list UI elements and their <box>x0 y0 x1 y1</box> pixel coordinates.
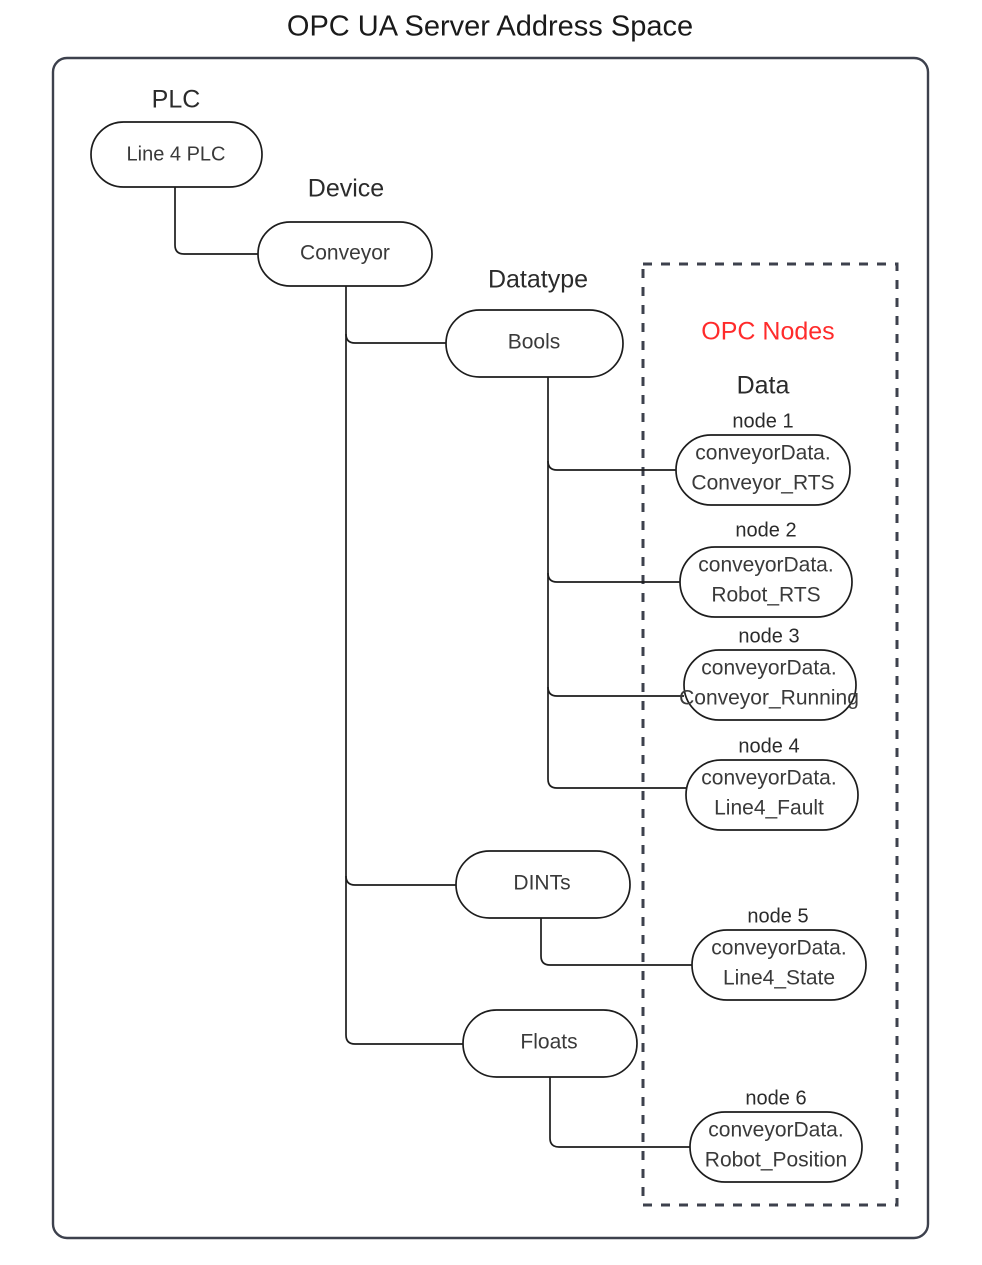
group-label-plc: PLC <box>152 86 201 114</box>
opc-node-1[interactable]: conveyorData. Conveyor_RTS <box>675 434 851 506</box>
connector-dints-to-node5 <box>540 918 692 966</box>
connector-bools-to-node3 <box>547 686 684 697</box>
opc-node-6-shape[interactable] <box>689 1111 863 1183</box>
opc-node-2[interactable]: conveyorData. Robot_RTS <box>679 546 853 618</box>
opc-node-1-shape[interactable] <box>675 434 851 506</box>
opc-node-4-line1: conveyorData. <box>701 767 836 790</box>
node-bools-label: Bools <box>508 331 561 354</box>
connector-conveyor-to-bools <box>345 333 446 344</box>
connector-bools-trunk <box>547 377 686 789</box>
opc-node-2-line2: Robot_RTS <box>711 584 820 607</box>
opc-node-4[interactable]: conveyorData. Line4_Fault <box>685 759 859 831</box>
connector-plc-to-conveyor <box>174 187 258 255</box>
node-line-4-plc-shape[interactable] <box>90 121 263 188</box>
node-floats-shape[interactable] <box>462 1009 638 1078</box>
opc-node-2-caption: node 2 <box>735 519 796 541</box>
opc-node-2-line1: conveyorData. <box>698 554 833 577</box>
opc-node-4-shape[interactable] <box>685 759 859 831</box>
opc-node-5-caption: node 5 <box>747 905 808 927</box>
node-line-4-plc[interactable]: Line 4 PLC <box>90 121 263 188</box>
opc-node-5-line2: Line4_State <box>723 967 835 990</box>
node-floats-label: Floats <box>520 1031 577 1054</box>
node-conveyor-shape[interactable] <box>257 221 433 287</box>
opc-node-1-line2: Conveyor_RTS <box>691 472 834 495</box>
group-label-datatype: Datatype <box>488 266 588 294</box>
node-dints-shape[interactable] <box>455 850 631 919</box>
connector-conveyor-to-dints <box>345 875 456 886</box>
opc-node-3[interactable]: conveyorData. Conveyor_Running <box>679 649 859 721</box>
connector-bools-to-node1 <box>547 460 676 471</box>
connector-floats-to-node6 <box>549 1077 690 1148</box>
group-label-device: Device <box>308 175 384 203</box>
opc-nodes-region <box>641 262 899 1207</box>
node-line-4-plc-label: Line 4 PLC <box>127 143 226 165</box>
opc-node-6[interactable]: conveyorData. Robot_Position <box>689 1111 863 1183</box>
node-bools[interactable]: Bools <box>445 309 624 378</box>
node-dints-label: DINTs <box>513 872 570 895</box>
opc-node-5[interactable]: conveyorData. Line4_State <box>691 929 867 1001</box>
opc-node-5-shape[interactable] <box>691 929 867 1001</box>
opc-node-5-line1: conveyorData. <box>711 937 846 960</box>
opc-node-2-shape[interactable] <box>679 546 853 618</box>
opc-node-1-caption: node 1 <box>732 410 793 432</box>
opc-node-4-caption: node 4 <box>738 735 799 757</box>
opc-node-3-caption: node 3 <box>738 625 799 647</box>
opc-node-6-line1: conveyorData. <box>708 1119 843 1142</box>
connector-conveyor-trunk <box>345 286 463 1045</box>
opc-node-3-line1: conveyorData. <box>701 657 836 680</box>
opc-node-4-line2: Line4_Fault <box>714 797 824 820</box>
node-bools-shape[interactable] <box>445 309 624 378</box>
node-dints[interactable]: DINTs <box>455 850 631 919</box>
connector-bools-to-node2 <box>547 572 680 583</box>
opc-node-3-line2: Conveyor_Running <box>679 687 859 710</box>
opc-node-6-line2: Robot_Position <box>705 1149 847 1172</box>
node-conveyor[interactable]: Conveyor <box>257 221 433 287</box>
page-title: OPC UA Server Address Space <box>287 11 693 43</box>
node-floats[interactable]: Floats <box>462 1009 638 1078</box>
opc-node-6-caption: node 6 <box>745 1087 806 1109</box>
group-label-data: Data <box>737 372 790 400</box>
opc-node-1-line1: conveyorData. <box>695 442 830 465</box>
group-label-opc-nodes: OPC Nodes <box>701 318 834 346</box>
opc-node-3-shape[interactable] <box>683 649 857 721</box>
node-conveyor-label: Conveyor <box>300 242 390 265</box>
